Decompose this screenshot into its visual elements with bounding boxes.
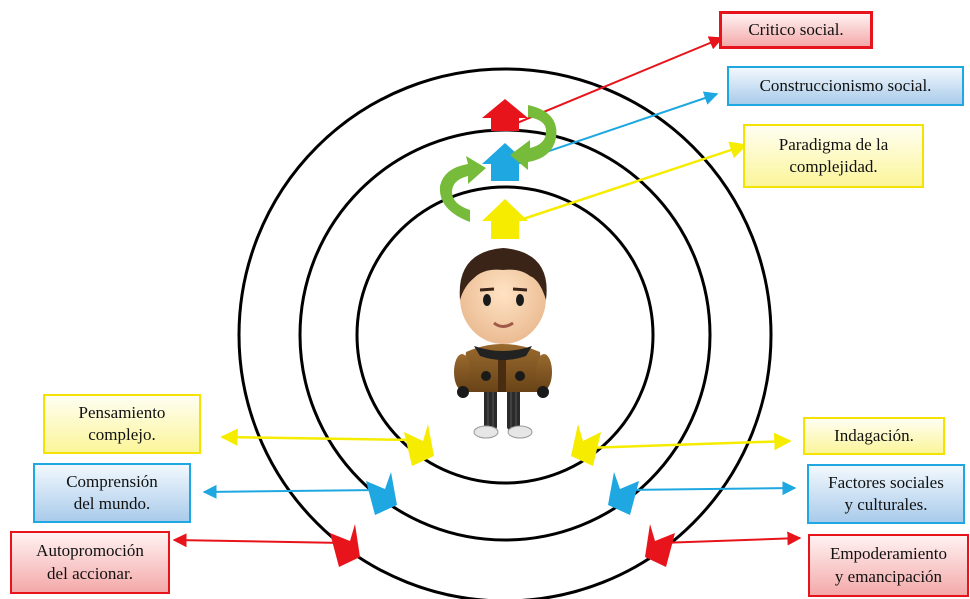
connector-factores-sociales xyxy=(624,481,797,496)
label-factores-sociales: Factores sociales y culturales. xyxy=(807,464,965,524)
label-critico-social: Critico social. xyxy=(719,11,873,49)
up-arrow-icon xyxy=(482,199,528,239)
chevron-arrow-icon xyxy=(608,472,639,515)
label-pensamiento-complejo: Pensamiento complejo. xyxy=(43,394,201,454)
label-construccionismo-social: Construccionismo social. xyxy=(727,66,964,106)
cycle-arrow-left xyxy=(439,156,486,222)
label-comprension-mundo: Comprensión del mundo. xyxy=(33,463,191,523)
left-chevrons xyxy=(330,424,434,567)
label-empoderamiento: Empoderamiento y emancipación xyxy=(808,534,969,597)
right-chevrons xyxy=(571,424,675,567)
cartoon-person-icon xyxy=(454,248,552,439)
connector-empoderamiento xyxy=(659,531,802,546)
connector-autopromocion xyxy=(172,533,346,548)
green-cycle-arrows-icon xyxy=(439,105,557,222)
connector-indagacion xyxy=(584,432,792,451)
chevron-arrow-icon xyxy=(404,424,434,466)
chevron-arrow-icon xyxy=(330,524,360,567)
chevron-arrow-icon xyxy=(571,424,601,466)
chevron-arrow-icon xyxy=(366,472,397,515)
right-connectors xyxy=(584,432,802,546)
left-connectors xyxy=(172,428,416,548)
label-paradigma-complejidad: Paradigma de la complejidad. xyxy=(743,124,924,188)
inner-ring xyxy=(355,185,655,485)
connector-comprension-mundo xyxy=(202,484,381,499)
label-autopromocion: Autopromoción del accionar. xyxy=(10,531,170,594)
cycle-arrow-right xyxy=(510,105,557,170)
up-arrows xyxy=(482,99,528,239)
chevron-arrow-icon xyxy=(645,524,675,567)
up-arrow-icon xyxy=(482,99,528,131)
label-indagacion: Indagación. xyxy=(803,417,945,455)
outer-ring xyxy=(237,67,773,599)
up-arrow-icon xyxy=(482,143,528,181)
top-connectors xyxy=(504,36,748,227)
connector-paradigma-complejidad xyxy=(504,141,748,227)
connector-pensamiento-complejo xyxy=(220,428,416,446)
